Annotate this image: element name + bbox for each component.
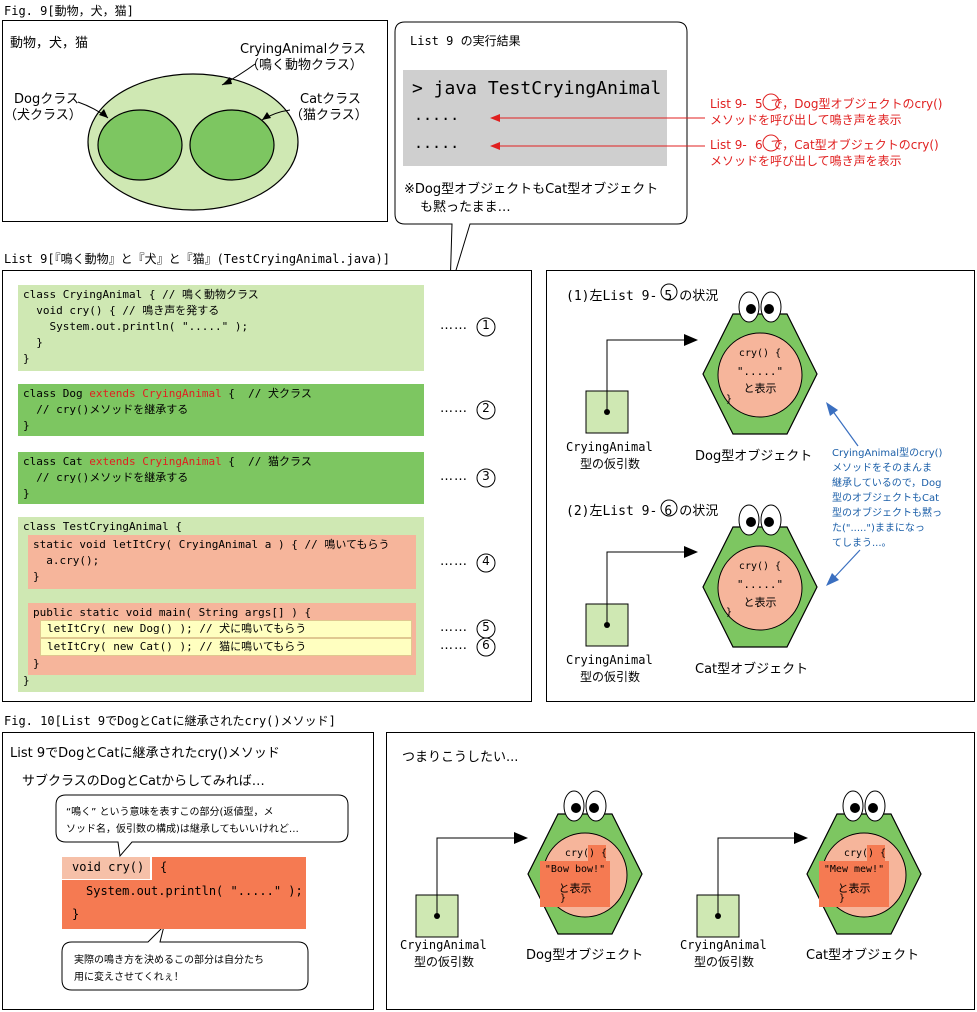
crying-animal-label-jp: （鳴く動物クラス） (246, 58, 363, 73)
cat-ellipse (189, 109, 275, 181)
marker-1: 1 (482, 318, 490, 332)
dog-obj-line3: と表示 (743, 382, 777, 395)
result-title: List 9 の実行結果 (410, 34, 521, 48)
result-note-2: も黙ったまま… (420, 200, 511, 215)
code-block-crying-animal: class CryingAnimal { // 鳴く動物クラス void cry… (18, 285, 424, 371)
crying-animal-label: CryingAnimalクラス (240, 42, 366, 57)
dog-obj-line1: cry() { (738, 348, 782, 359)
variable-box (415, 894, 459, 938)
dog10-object-label: Dog型オブジェクト (526, 948, 644, 963)
marker-dots: …… (440, 638, 468, 653)
code-body-bg2 (62, 880, 306, 929)
marker-4: 4 (482, 554, 490, 568)
bubble2-line1: 実際の鳴き方を決めるこの部分は自分たち (74, 955, 264, 966)
var10-label-1: CryingAnimal (400, 938, 487, 952)
cat10-object-label: Cat型オブジェクト (806, 948, 920, 963)
marker-dots: …… (440, 554, 468, 569)
cat10-line3: と表示 (837, 882, 871, 895)
fig10-title: Fig. 10[List 9でDogとCatに継承されたcry()メソッド] (4, 714, 336, 728)
dog10-line3: と表示 (558, 882, 592, 895)
cat-obj-line1: cry() { (738, 561, 782, 572)
cat-obj-line4: } (726, 607, 733, 618)
dog-obj-line2: "....." (736, 365, 784, 378)
dog-class-label-jp: （犬クラス） (4, 108, 82, 123)
var10-label-2-jp: 型の仮引数 (694, 955, 755, 969)
cat10-line1: cry() { (843, 848, 887, 859)
var-label-2-jp: 型の仮引数 (580, 670, 641, 684)
fig9-panel-label: 動物，犬，猫 (10, 36, 89, 51)
fig10-subtitle: サブクラスのDogとCatからしてみれば… (22, 774, 265, 789)
marker-dots: …… (440, 401, 468, 416)
blue-explanation: CryingAnimal型のcry()メソッドをそのまんま継承しているので，Do… (832, 448, 943, 549)
var10-label-1-jp: 型の仮引数 (414, 955, 475, 969)
cat-class-label-jp: （猫クラス） (290, 108, 368, 123)
fig10-right-title: つまりこうしたい... (402, 750, 519, 765)
code-body: System.out.println( "....." ); (86, 884, 303, 898)
dog-class-label: Dogクラス (14, 92, 79, 107)
var-label-1: CryingAnimal (566, 440, 653, 454)
dog10-line2: "Bow bow!" (544, 864, 606, 875)
marker-dots: …… (440, 318, 468, 333)
fig9-title: Fig. 9[動物，犬，猫] (4, 4, 134, 18)
dog-obj-line4: } (726, 394, 733, 405)
cat-class-label: Catクラス (300, 92, 361, 107)
code-block-cat: class Cat extends CryingAnimal { // 猫クラス… (18, 452, 424, 504)
bubble2-line2: 用に変えさせてくれぇ！ (74, 972, 184, 983)
code-test-close: } (23, 674, 30, 687)
var-label-2: CryingAnimal (566, 653, 653, 667)
code-close-brace: } (72, 907, 80, 921)
cat-obj-line2: "....." (736, 578, 784, 591)
terminal-output-1: ..... (414, 106, 460, 124)
terminal-output-2: ..... (414, 134, 460, 152)
marker-2: 2 (482, 401, 490, 415)
dog-ellipse (97, 109, 183, 181)
fig10-panel-title: List 9でDogとCatに継承されたcry()メソッド (10, 746, 280, 761)
code-line-dog-call: letItCry( new Dog() ); // 犬に鳴いてもらう (40, 620, 412, 638)
terminal-command: > java TestCryingAnimal (412, 78, 662, 99)
marker-3: 3 (482, 469, 490, 483)
code-main-close: } (33, 657, 40, 670)
code-line-cat-call: letItCry( new Cat() ); // 猫に鳴いてもらう (40, 638, 412, 656)
dog10-line1: cry() { (564, 848, 608, 859)
marker-5: 5 (482, 620, 490, 634)
code-block-letitcry: static void letItCry( CryingAnimal a ) {… (28, 535, 416, 589)
cat-object-body (717, 545, 803, 631)
bubble1-line1: “鳴く” という意味を表すこの部分(返値型，メ (66, 807, 274, 818)
cat-obj-line3: と表示 (743, 596, 777, 609)
dog-object-body (717, 332, 803, 418)
dog10-line4: } (560, 893, 567, 904)
cat-object-label: Cat型オブジェクト (695, 662, 809, 677)
var10-label-2: CryingAnimal (680, 938, 767, 952)
list9-title: List 9[『鳴く動物』と『犬』と『猫』(TestCryingAnimal.j… (4, 252, 390, 266)
bubble1-line2: ソッド名，仮引数の構成)は継承してもいいけれど… (66, 824, 299, 835)
marker-dots: …… (440, 469, 468, 484)
cat10-line4: } (839, 893, 846, 904)
code-open-brace: { (160, 860, 168, 874)
cat10-line2: "Mew mew!" (823, 864, 885, 875)
code-signature-bg (62, 857, 150, 879)
annotation-6-line2: メソッドを呼び出して鳴き声を表示 (710, 154, 902, 168)
code-block-dog: class Dog extends CryingAnimal { // 犬クラス… (18, 384, 424, 436)
marker-6: 6 (482, 638, 490, 652)
marker-dots: …… (440, 620, 468, 635)
var-label-1-jp: 型の仮引数 (580, 457, 641, 471)
code-signature: void cry() (72, 860, 145, 874)
result-note-1: ※Dog型オブジェクトもCat型オブジェクト (404, 182, 659, 197)
dog-object-label: Dog型オブジェクト (695, 449, 813, 464)
annotation-5-line2: メソッドを呼び出して鳴き声を表示 (710, 113, 902, 127)
